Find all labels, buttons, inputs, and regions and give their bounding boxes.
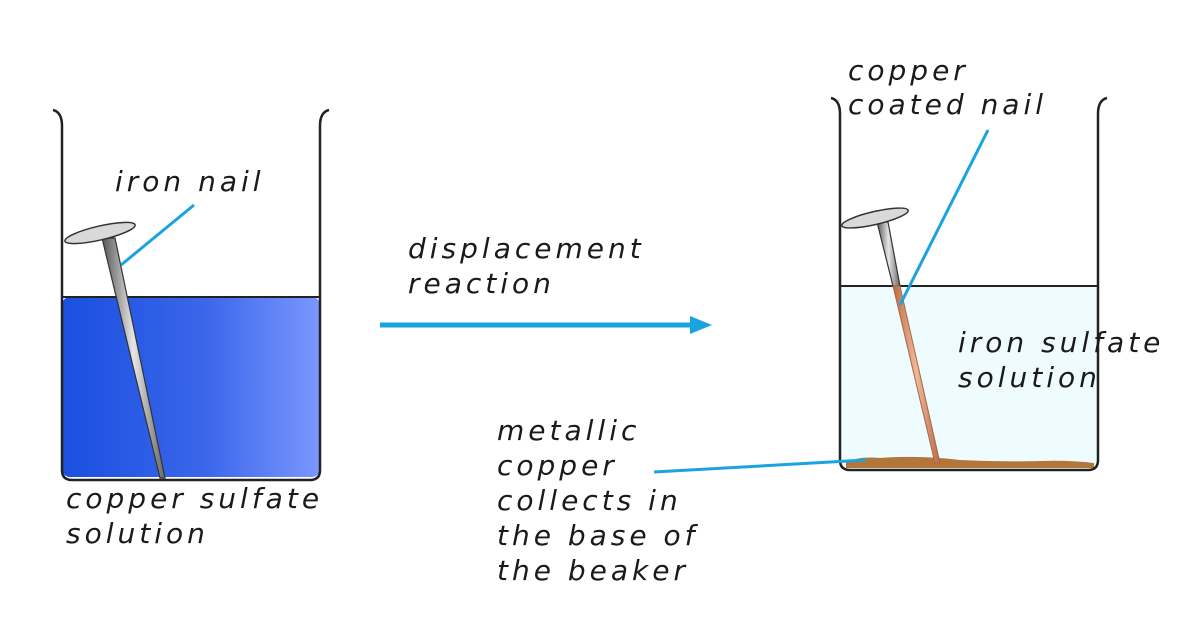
copper-coated-nail-leader-line xyxy=(898,129,990,306)
right-beaker: copper coated nail iron sulfate solution xyxy=(830,54,1164,472)
iron-sulfate-label-line-1: iron sulfate xyxy=(958,326,1164,359)
iron-sulfate-label-line-2: solution xyxy=(958,361,1101,394)
metallic-copper-label-line-5: the beaker xyxy=(497,554,689,587)
reaction-label-line-2: reaction xyxy=(408,267,555,300)
metallic-copper-label-line-1: metallic xyxy=(497,414,640,447)
metallic-copper-label-line-3: collects in xyxy=(497,484,682,517)
copper-coated-nail xyxy=(841,207,941,464)
copper-coated-nail-label-line-1: copper xyxy=(848,54,969,87)
reaction-arrow-group: displacement reaction xyxy=(380,232,712,334)
copper-sulfate-label-line-2: solution xyxy=(66,517,209,550)
copper-deposit xyxy=(846,456,1094,468)
metallic-copper-annotation: metallic copper collects in the base of … xyxy=(497,414,867,587)
metallic-copper-leader-line xyxy=(653,458,867,474)
metallic-copper-label-line-4: the base of xyxy=(497,519,699,552)
iron-nail-label: iron nail xyxy=(115,165,265,198)
iron-nail-leader-line xyxy=(120,203,195,267)
copper-coated-nail-head xyxy=(841,207,909,229)
copper-sulfate-label-line-1: copper sulfate xyxy=(66,482,323,515)
metallic-copper-label-line-2: copper xyxy=(497,449,618,482)
left-beaker: iron nail copper sulfate solution xyxy=(52,108,330,550)
copper-coated-nail-label-line-2: coated nail xyxy=(848,88,1047,121)
reaction-label-line-1: displacement xyxy=(408,232,645,265)
copper-sulfate-liquid xyxy=(62,297,320,477)
reaction-arrow-head xyxy=(690,316,712,334)
right-beaker-outline xyxy=(830,96,1108,472)
iron-nail-head xyxy=(64,221,136,245)
iron-nail xyxy=(64,221,166,479)
left-beaker-outline xyxy=(52,108,330,482)
